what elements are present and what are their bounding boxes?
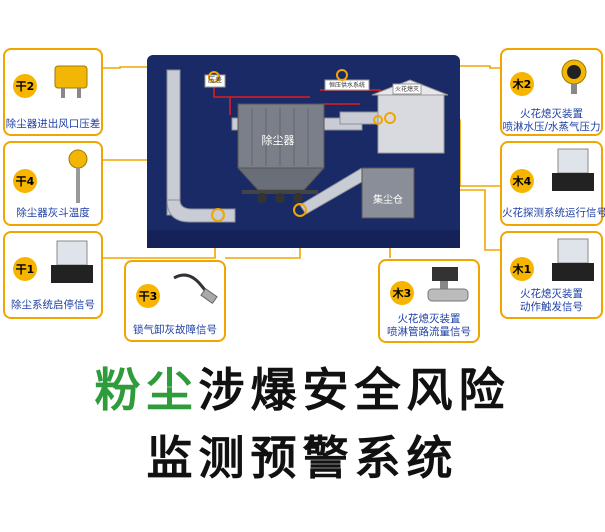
badge-gan3: 干3 — [136, 284, 160, 308]
label-gan4: 除尘器灰斗温度 — [16, 207, 90, 219]
spark-tag-box — [392, 83, 422, 95]
collector-legs — [242, 190, 318, 194]
label-mu3-line2: 喷淋管路流量信号 — [387, 326, 471, 338]
pressure-tag: 压差 — [208, 76, 222, 84]
sensor-box-gan4: 干4 除尘器灰斗温度 — [3, 141, 103, 226]
label-mu3-line1: 火花熄灭装置 — [397, 313, 461, 325]
sensor-box-mu1: 木1 火花熄灭装置 动作触发信号 — [500, 231, 603, 319]
hopper-valve-2 — [275, 193, 285, 203]
label-mu1-line2: 动作触发信号 — [520, 301, 583, 313]
title-green-part: 粉尘 — [94, 363, 199, 417]
pressure-transmitter-icon — [54, 65, 88, 98]
label-mu2-line1: 火花熄灭装置 — [520, 108, 583, 120]
title-line-1: 粉尘涉爆安全风险 — [0, 362, 605, 418]
sensor-box-mu4: 木4 火花探测系统运行信号 — [500, 141, 605, 226]
sensor-markers — [208, 69, 396, 222]
title-line-2: 监测预警系统 — [146, 431, 459, 485]
badge-gan1: 干1 — [13, 257, 37, 281]
label-mu4: 火花探测系统运行信号 — [502, 207, 605, 219]
collector-bags — [251, 108, 309, 166]
hopper-valve-1 — [257, 193, 267, 203]
pressure-gauge-icon — [561, 59, 587, 94]
label-gan3: 锁气卸灰故障信号 — [133, 324, 217, 336]
title-dark-part: 涉爆安全风险 — [198, 363, 511, 417]
label-mu2-line2: 喷淋水压/水蒸气压力 — [502, 121, 601, 133]
badge-mu2: 木2 — [510, 72, 534, 96]
sensor-box-mu3: 木3 火花熄灭装置 喷淋管路流量信号 — [378, 259, 480, 343]
ash-bin — [361, 167, 415, 219]
relay-icon-mu1 — [552, 238, 594, 281]
ash-bin-label: 集尘仓 — [373, 195, 403, 206]
badge-mu4: 木4 — [510, 169, 534, 193]
label-gan2: 除尘器进出风口压差 — [5, 118, 101, 130]
badge-gan2: 干2 — [13, 74, 37, 98]
spark-tag: 火花熄灭 — [394, 86, 419, 93]
temperature-sensor-icon — [68, 149, 88, 203]
badge-gan4: 干4 — [13, 169, 37, 193]
sensor-box-mu2: 木2 火花熄灭装置 喷淋水压/水蒸气压力 — [500, 48, 603, 136]
hopper-valve-3 — [293, 193, 303, 203]
badge-mu3: 木3 — [390, 281, 414, 305]
vertical-pipe — [166, 69, 181, 216]
scene-floor — [147, 230, 460, 248]
sensor-box-gan1: 干1 除尘系统启停信号 — [3, 231, 103, 319]
sensor-box-gan2: 干2 除尘器进出风口压差 — [3, 48, 103, 136]
water-tag: 恒压供水系统 — [328, 82, 365, 89]
pipe-elbow — [166, 199, 236, 223]
label-mu1-line1: 火花熄灭装置 — [520, 288, 583, 300]
badge-mu1: 木1 — [510, 257, 534, 281]
sensor-box-gan3: 干3 锁气卸灰故障信号 — [124, 260, 226, 342]
collector-label: 除尘器 — [261, 134, 295, 147]
flow-switch-icon — [427, 267, 469, 302]
proximity-switch-icon — [173, 273, 218, 304]
warehouse-body — [377, 94, 445, 154]
water-tag-box — [324, 79, 370, 91]
relay-icon — [51, 240, 93, 283]
label-gan1: 除尘系统启停信号 — [11, 299, 95, 311]
relay-icon-mu4 — [552, 148, 594, 191]
plant-scene — [100, 55, 505, 259]
